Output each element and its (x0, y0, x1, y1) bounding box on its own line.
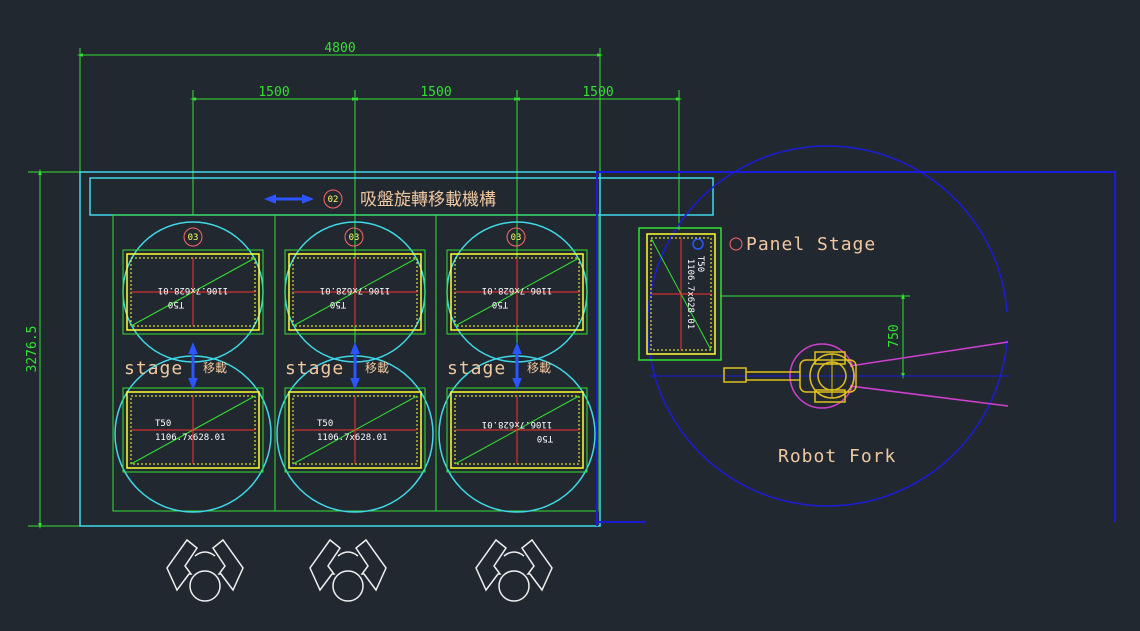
panel-stage-marker-circle-2 (729, 237, 743, 251)
station-marker-2: 03 (349, 233, 360, 243)
rotating-table-top-2 (284, 221, 426, 363)
move-label-1: 移載 (203, 361, 227, 375)
panel-thick-label-t3: T50 (492, 299, 508, 309)
conveyor-marker: 02 (328, 195, 339, 205)
conveyor-label: 吸盤旋轉移載機構 (360, 190, 496, 210)
station-marker-circle-2 (344, 227, 364, 247)
dimension-pitch-2: 1500 (420, 85, 451, 100)
dimension-offset: 750 (887, 324, 902, 347)
panel-thick-label-b3: T50 (537, 433, 553, 443)
station-marker-1: 03 (188, 233, 199, 243)
dimension-pitch-1: 1500 (258, 85, 289, 100)
station-marker-circle-3 (506, 227, 526, 247)
robot-label: Robot Fork (778, 446, 896, 467)
station-frame (79, 171, 601, 527)
panel-stage-thick-label: T50 (695, 256, 705, 272)
panel-size-label-t2: 1106.7x628.01 (320, 285, 390, 295)
panel-size-label-b2: 1106.7x628.01 (317, 433, 387, 443)
stage-label-3: stage (447, 358, 506, 379)
dimension-pitch-3: 1500 (582, 85, 613, 100)
stage-label-1: stage (124, 358, 183, 379)
move-label-3: 移載 (527, 361, 551, 375)
panel-labels: 1106.7x628.01 T50 1106.7x628.01 T50 1106… (155, 285, 553, 443)
robot-arm (723, 351, 857, 403)
panel-size-label-b1: 1106.7x628.01 (155, 433, 225, 443)
panel-size-label-t3: 1106.7x628.01 (482, 285, 552, 295)
conveyor-marker-circle (323, 189, 343, 209)
operator-icon-1 (166, 538, 244, 602)
panel-thick-label-t2: T50 (330, 299, 346, 309)
move-label-2: 移載 (365, 361, 389, 375)
rotating-table-bottom-2 (276, 355, 434, 513)
panel-size-label-t1: 1106.7x628.01 (158, 285, 228, 295)
panel-thick-label-b2: T50 (317, 419, 333, 429)
operator-icon-2 (309, 538, 387, 602)
panel-thick-label-b1: T50 (155, 419, 171, 429)
dimension-height: 3276.5 (25, 326, 40, 373)
panel-stage-label: Panel Stage (746, 234, 876, 255)
dimension-lines (28, 48, 910, 529)
panel-stage-marker-circle (692, 238, 704, 250)
stage-label-2: stage (285, 358, 344, 379)
panel-size-label-b3: 1106.7x628.01 (482, 419, 552, 429)
panel-stage-size-label: 1106.7x628.01 (685, 259, 695, 329)
operator-icon-3 (475, 538, 553, 602)
panel-thick-label-t1: T50 (168, 299, 184, 309)
station-marker-3: 03 (511, 233, 522, 243)
dimension-overall-width: 4800 (324, 41, 355, 56)
panel-stage (638, 227, 722, 361)
robot-cell-frame (596, 171, 1116, 526)
station-marker-circle-1 (183, 227, 203, 247)
